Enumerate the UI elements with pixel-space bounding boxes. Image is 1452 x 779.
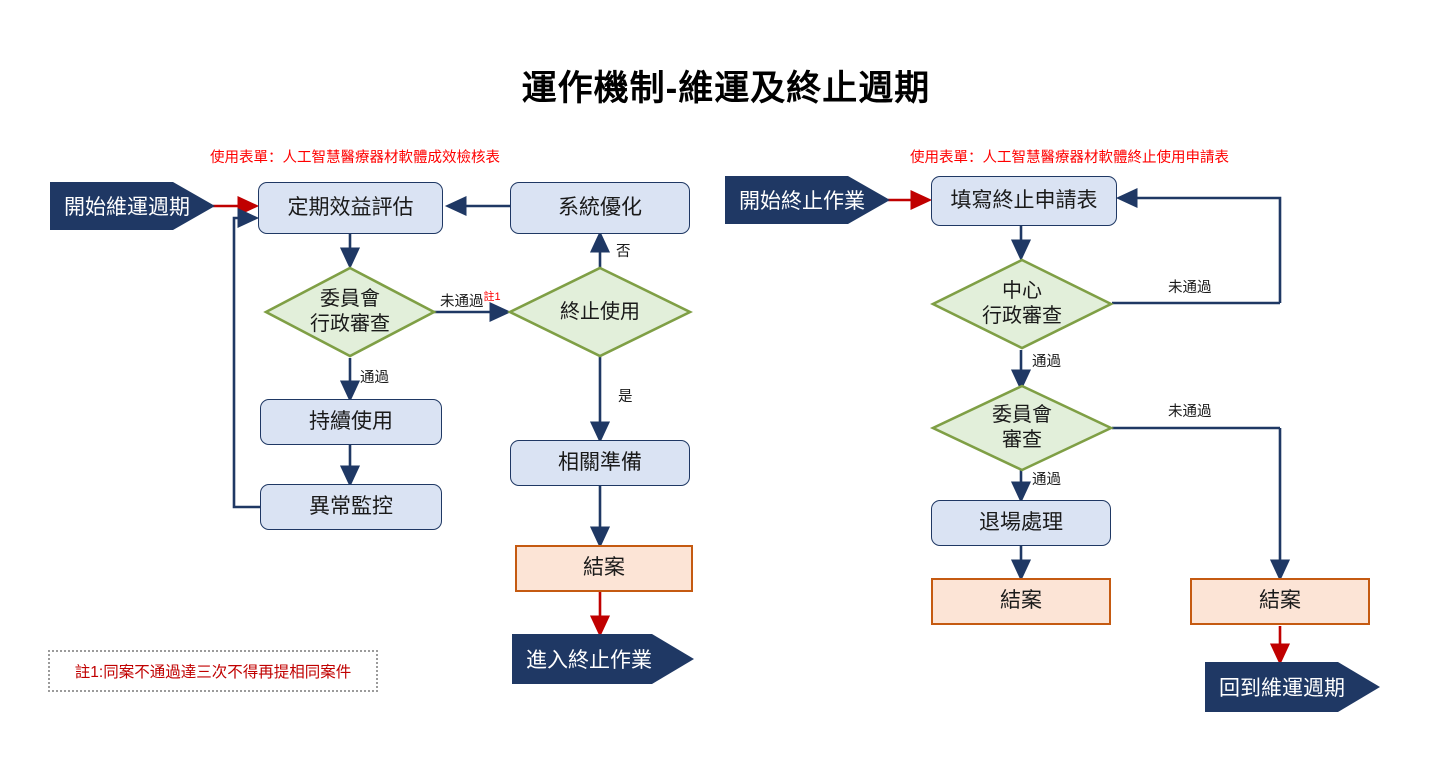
chevron-shape — [1205, 662, 1380, 712]
left-start-chevron-label: 開始維運週期 — [64, 196, 190, 219]
node-fill-termination-form[interactable]: 填寫終止申請表 — [931, 176, 1117, 226]
edge-label-yes: 是 — [618, 389, 633, 405]
node-exit-processing[interactable]: 退場處理 — [931, 500, 1111, 546]
diamond-shape — [930, 258, 1114, 350]
edge-label-not-passed-note1: 未通過註1 — [440, 288, 501, 311]
footnote-box: 註1:同案不通過達三次不得再提相同案件 — [48, 650, 378, 692]
right-form-note: 使用表單：人工智慧醫療器材軟體終止使用申請表 — [910, 150, 1229, 166]
node-continue-use[interactable]: 持續使用 — [260, 399, 442, 445]
node-left-case-closed[interactable]: 結案 — [515, 545, 693, 592]
edge-label-no: 否 — [616, 244, 631, 260]
right-end-chevron-label: 回到維運週期 — [1219, 677, 1345, 700]
edge-label-not-passed-center: 未通過 — [1168, 280, 1212, 296]
node-committee-review-label: 委員會 審查 — [931, 384, 1113, 472]
line-1: 中心 — [1002, 280, 1042, 302]
line-1: 委員會 — [320, 288, 380, 310]
line-2: 審查 — [1002, 429, 1042, 451]
node-committee-admin-review-label: 委員會 行政審查 — [264, 266, 436, 358]
node-system-optimization[interactable]: 系統優化 — [510, 182, 690, 234]
node-terminate-use[interactable]: 終止使用 — [507, 266, 693, 358]
page-title: 運作機制-維運及終止週期 — [521, 69, 931, 108]
edge-label-passed-center: 通過 — [1032, 354, 1061, 370]
line-2: 行政審查 — [310, 313, 390, 335]
right-start-chevron: 開始終止作業 — [725, 176, 890, 224]
diamond-shape — [263, 266, 437, 358]
node-periodic-review[interactable]: 定期效益評估 — [258, 182, 443, 234]
node-center-admin-review-label: 中心 行政審查 — [931, 258, 1113, 350]
edge-label-passed-committee: 通過 — [1032, 472, 1061, 488]
node-committee-review[interactable]: 委員會 審查 — [929, 384, 1115, 472]
left-end-chevron-label: 進入終止作業 — [526, 649, 652, 672]
footnote-marker: 註1 — [483, 291, 501, 303]
node-related-preparation[interactable]: 相關準備 — [510, 440, 690, 486]
edge-label-not-passed-committee: 未通過 — [1168, 404, 1212, 420]
node-anomaly-monitoring[interactable]: 異常監控 — [260, 484, 442, 530]
left-end-chevron: 進入終止作業 — [512, 634, 694, 684]
diamond-shape — [929, 384, 1115, 472]
node-right-case-closed-main[interactable]: 結案 — [931, 578, 1111, 625]
node-committee-admin-review[interactable]: 委員會 行政審查 — [263, 266, 437, 358]
right-start-chevron-label: 開始終止作業 — [739, 190, 865, 213]
right-end-chevron: 回到維運週期 — [1205, 662, 1380, 712]
left-form-note: 使用表單：人工智慧醫療器材軟體成效檢核表 — [210, 150, 500, 166]
diamond-shape — [507, 266, 693, 358]
node-center-admin-review[interactable]: 中心 行政審查 — [930, 258, 1114, 350]
edge-label-passed-left: 通過 — [360, 370, 389, 386]
node-terminate-use-label: 終止使用 — [560, 300, 640, 323]
line-1: 委員會 — [992, 404, 1052, 426]
left-start-chevron: 開始維運週期 — [50, 182, 215, 230]
edge-label-not-passed-text: 未通過 — [440, 293, 484, 310]
chevron-shape — [512, 634, 694, 684]
line-2: 行政審查 — [982, 305, 1062, 327]
node-right-case-closed-reject[interactable]: 結案 — [1190, 578, 1370, 625]
